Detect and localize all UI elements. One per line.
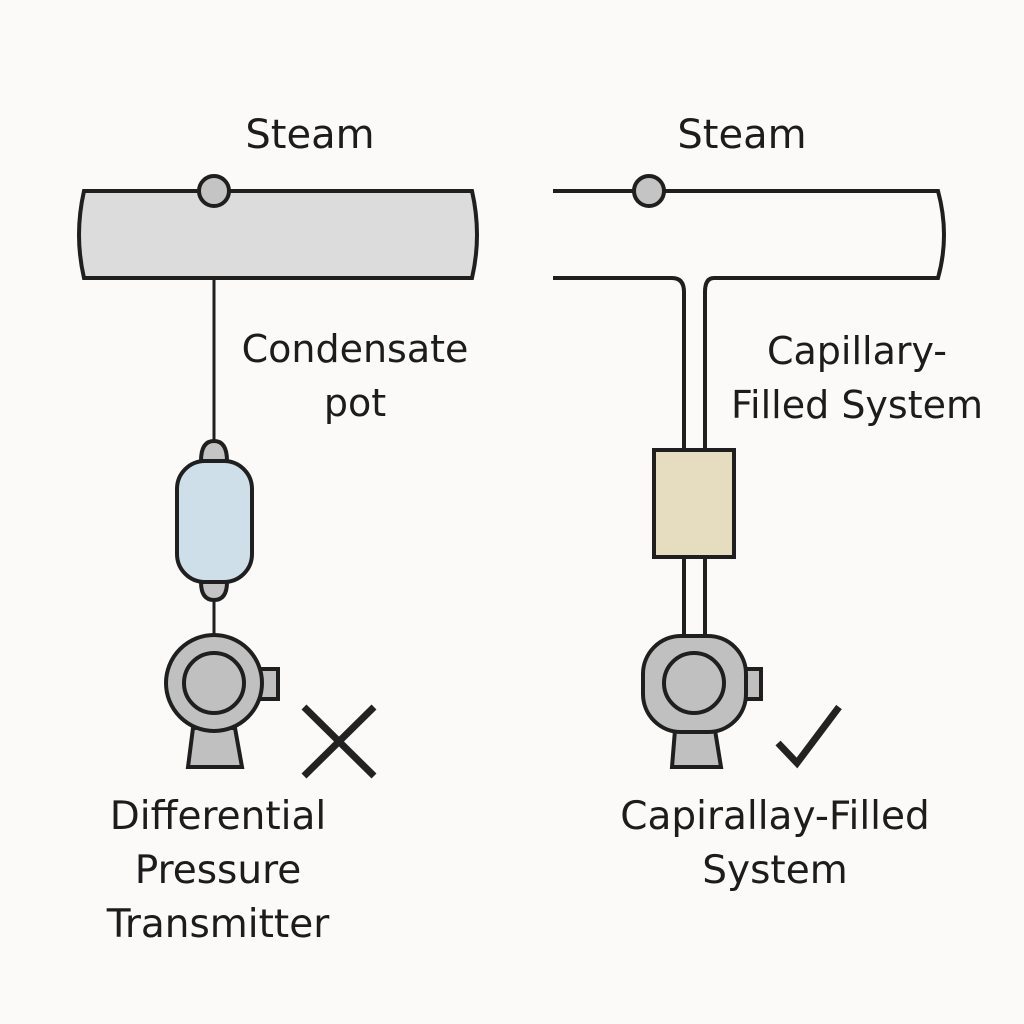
left-annotation-line-1: Condensate	[241, 327, 469, 371]
cross-icon	[301, 704, 377, 779]
left-annotation: Condensate pot	[230, 322, 480, 430]
left-caption-line-1: Differential	[109, 794, 327, 839]
right-caption-line-2: System	[702, 848, 848, 893]
right-annotation-line-2: Filled System	[730, 383, 984, 427]
left-pressure-tap	[197, 174, 231, 208]
capillary-lines	[682, 557, 707, 636]
right-pressure-tap	[632, 174, 666, 208]
right-steam-pipe	[553, 189, 946, 450]
left-steam-pipe	[77, 189, 479, 280]
left-caption-line-3: Transmitter	[106, 902, 330, 947]
right-caption: Capirallay-Filled System	[600, 790, 950, 898]
right-annotation: Capillary- Filled System	[722, 324, 992, 432]
right-caption-line-1: Capirallay-Filled	[620, 794, 930, 839]
right-title: Steam	[677, 112, 807, 158]
left-dp-transmitter	[164, 633, 280, 769]
right-dp-transmitter	[641, 634, 763, 769]
left-annotation-line-2: pot	[323, 381, 387, 425]
right-annotation-line-1: Capillary-	[766, 329, 948, 373]
capillary-seal-box	[652, 448, 736, 559]
left-title: Steam	[245, 112, 375, 158]
checkmark-icon	[775, 704, 842, 769]
condensate-pot	[175, 438, 254, 603]
left-caption-line-2: Pressure	[134, 848, 302, 893]
left-caption: Differential Pressure Transmitter	[78, 790, 358, 952]
